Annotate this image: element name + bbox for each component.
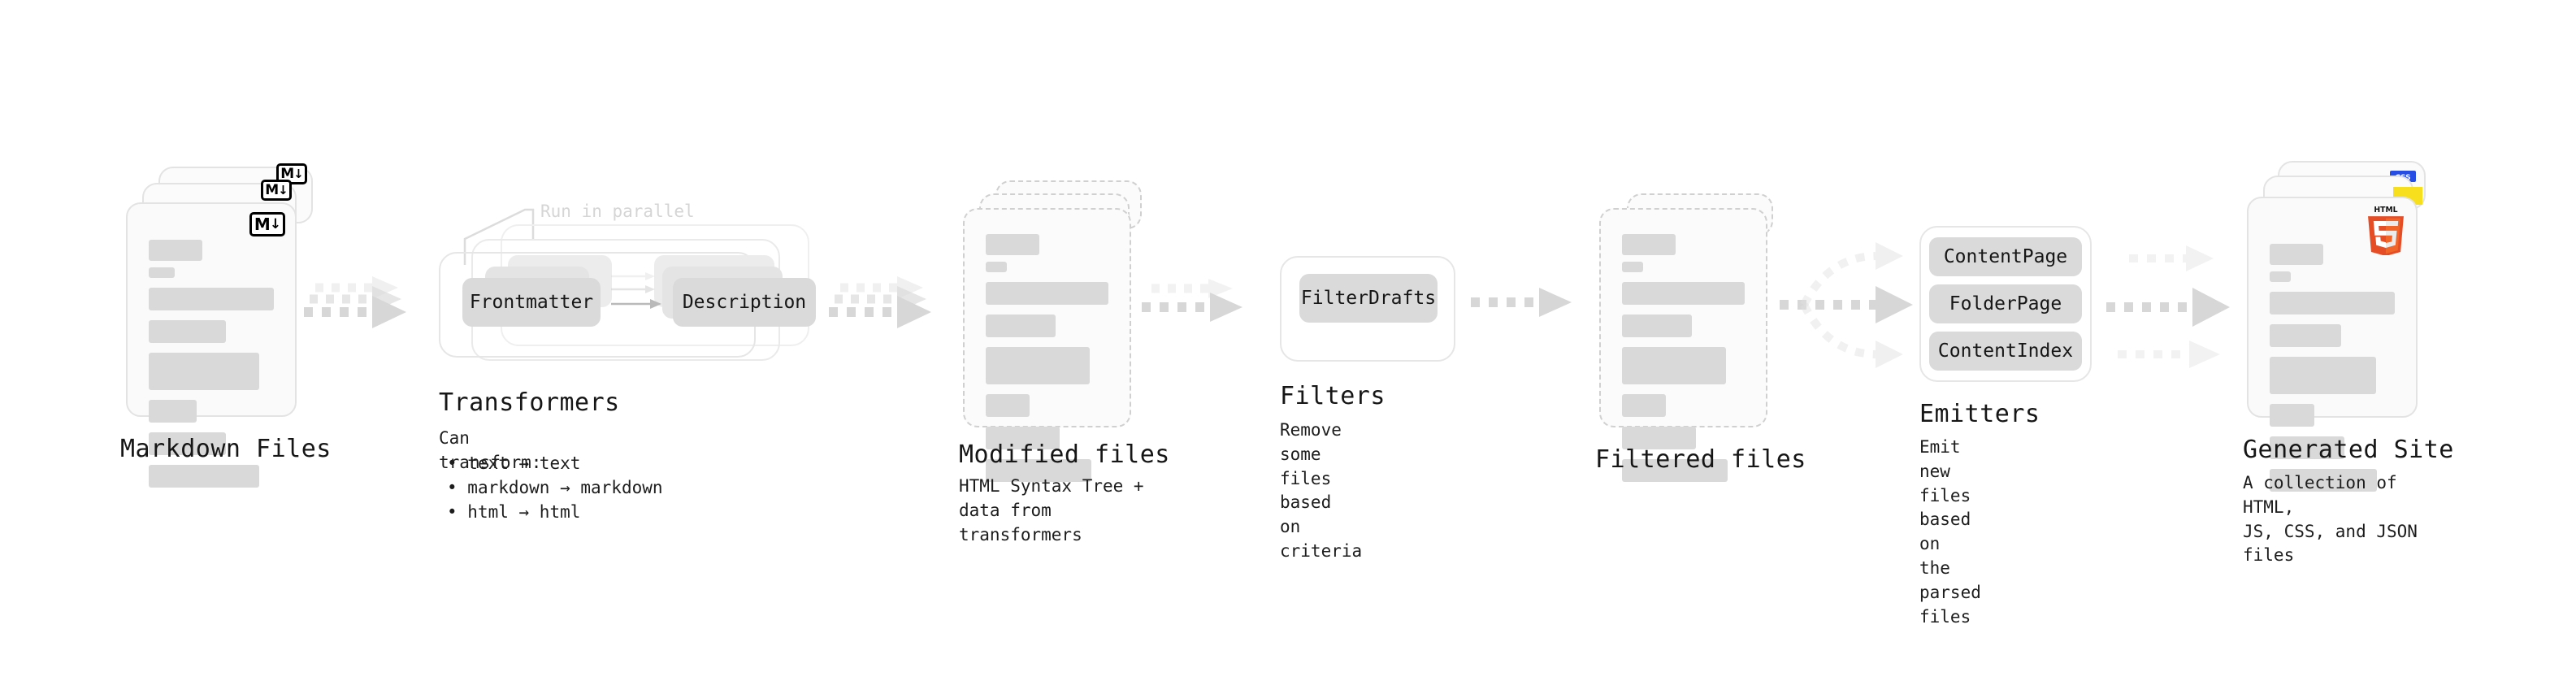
- bar: [149, 353, 259, 390]
- bar: [2270, 357, 2376, 394]
- list-item: • markdown → markdown: [447, 476, 663, 501]
- filters-desc: Remove some files based on criteria: [1280, 420, 1363, 562]
- transformer-inner-arrows: [611, 272, 661, 309]
- emitter-chip-contentindex[interactable]: ContentIndex: [1929, 332, 2082, 371]
- bar: [149, 432, 227, 455]
- markdown-card-stack: M↓ M↓ M↓: [126, 163, 313, 488]
- generated-placeholder-bars: [2270, 244, 2395, 501]
- markdown-files-group: M↓ M↓ M↓ Markdown Files: [120, 163, 331, 488]
- markdown-files-title: Markdown Files: [120, 435, 332, 463]
- arrow-filtered-to-emitters: [1780, 242, 1913, 368]
- emitter-chip-contentpage[interactable]: ContentPage: [1929, 237, 2082, 276]
- modified-card-stack: [963, 180, 1150, 482]
- arrow-markdown-to-transformers: [304, 276, 406, 328]
- modified-files-title: Modified files: [959, 440, 1170, 469]
- bullet-dot: •: [447, 501, 468, 522]
- filtered-files-group: Filtered files: [1595, 193, 1806, 482]
- filtered-files-title: Filtered files: [1595, 445, 1806, 474]
- run-in-parallel-label: Run in parallel: [540, 202, 695, 221]
- filter-chip-filterdrafts[interactable]: FilterDrafts: [1299, 274, 1438, 323]
- bar: [149, 465, 259, 488]
- emitter-chip-folderpage-label: FolderPage: [1949, 293, 2062, 314]
- arrow-emitters-to-generated: [2106, 245, 2230, 368]
- markdown-badge-mid: M↓: [261, 180, 292, 201]
- markdown-placeholder-bars: [149, 240, 274, 497]
- modified-placeholder-bars: [986, 234, 1108, 492]
- run-in-parallel-bracket: [463, 208, 535, 265]
- markdown-badge-front: M↓: [249, 212, 285, 236]
- bar: [1622, 282, 1745, 305]
- generated-site-title: Generated Site: [2243, 436, 2454, 464]
- bullet-dot: •: [447, 477, 468, 497]
- bar: [1622, 347, 1727, 384]
- bar: [1622, 427, 1696, 449]
- filtered-placeholder-bars: [1622, 234, 1745, 492]
- emitters-desc: Emit new files based on the parsed files: [1919, 437, 1981, 627]
- generated-site-desc: A collection of HTML, JS, CSS, and JSON …: [2243, 473, 2418, 566]
- bar: [2270, 324, 2341, 347]
- bar: [986, 262, 1007, 272]
- list-item-label: text → text: [467, 453, 581, 473]
- bar: [149, 288, 274, 310]
- filtered-card-stack: [1599, 193, 1786, 482]
- bar: [2270, 292, 2395, 314]
- transformer-chip-description-label: Description: [682, 292, 807, 313]
- emitters-title: Emitters: [1919, 400, 2040, 428]
- modified-files-desc: HTML Syntax Tree + data from transformer…: [959, 476, 1144, 544]
- bar: [986, 282, 1108, 305]
- bar: [2270, 244, 2323, 265]
- emitter-chip-folderpage[interactable]: FolderPage: [1929, 284, 2082, 323]
- bar: [2270, 469, 2378, 492]
- bar: [1622, 459, 1728, 482]
- emitter-chip-contentpage-label: ContentPage: [1943, 246, 2068, 267]
- filtered-card-front: [1599, 208, 1767, 482]
- transformer-chip-description[interactable]: Description: [673, 278, 816, 327]
- arrow-modified-to-filters: [1142, 279, 1242, 322]
- list-item: • text → text: [447, 452, 663, 476]
- transformers-bullet-list: • text → text • markdown → markdown • ht…: [447, 452, 663, 524]
- bar: [1622, 394, 1667, 417]
- html5-icon: HTML: [2368, 206, 2404, 255]
- transformers-desc: Can transform:: [439, 428, 542, 472]
- modified-files-group: Modified files HTML Syntax Tree + data f…: [959, 180, 1169, 544]
- list-item-label: html → html: [467, 501, 581, 522]
- transformers-title: Transformers: [439, 388, 620, 417]
- emitter-chip-contentindex-label: ContentIndex: [1937, 340, 2074, 362]
- bar: [2270, 271, 2291, 282]
- bar: [2270, 436, 2345, 459]
- transformer-chip-frontmatter-label: Frontmatter: [469, 292, 594, 313]
- filters-title: Filters: [1280, 382, 1386, 410]
- filter-chip-filterdrafts-label: FilterDrafts: [1300, 288, 1437, 309]
- arrow-transformers-to-modified: [829, 276, 931, 328]
- bar: [1622, 314, 1693, 337]
- bullet-dot: •: [447, 453, 468, 473]
- bar: [149, 320, 227, 343]
- list-item-label: markdown → markdown: [467, 477, 663, 497]
- bar: [986, 347, 1091, 384]
- bar: [986, 459, 1091, 482]
- modified-card-front: [963, 208, 1131, 482]
- bar: [986, 427, 1060, 449]
- bar: [1622, 234, 1676, 255]
- bar: [986, 394, 1030, 417]
- generated-card-front: HTML: [2247, 197, 2418, 492]
- bar: [986, 234, 1039, 255]
- generated-card-stack: CSS HTML: [2247, 161, 2450, 492]
- bar: [986, 314, 1056, 337]
- bar: [2270, 404, 2315, 427]
- svg-text:HTML: HTML: [2374, 206, 2397, 215]
- transformer-chip-frontmatter[interactable]: Frontmatter: [462, 278, 601, 327]
- bar: [149, 240, 202, 261]
- bar: [149, 400, 197, 423]
- bar: [1622, 262, 1643, 272]
- list-item: • html → html: [447, 501, 663, 525]
- arrow-filters-to-filtered: [1471, 288, 1572, 317]
- generated-site-group: CSS HTML: [2243, 161, 2453, 565]
- markdown-card-front: M↓: [126, 202, 297, 488]
- bar: [149, 267, 175, 278]
